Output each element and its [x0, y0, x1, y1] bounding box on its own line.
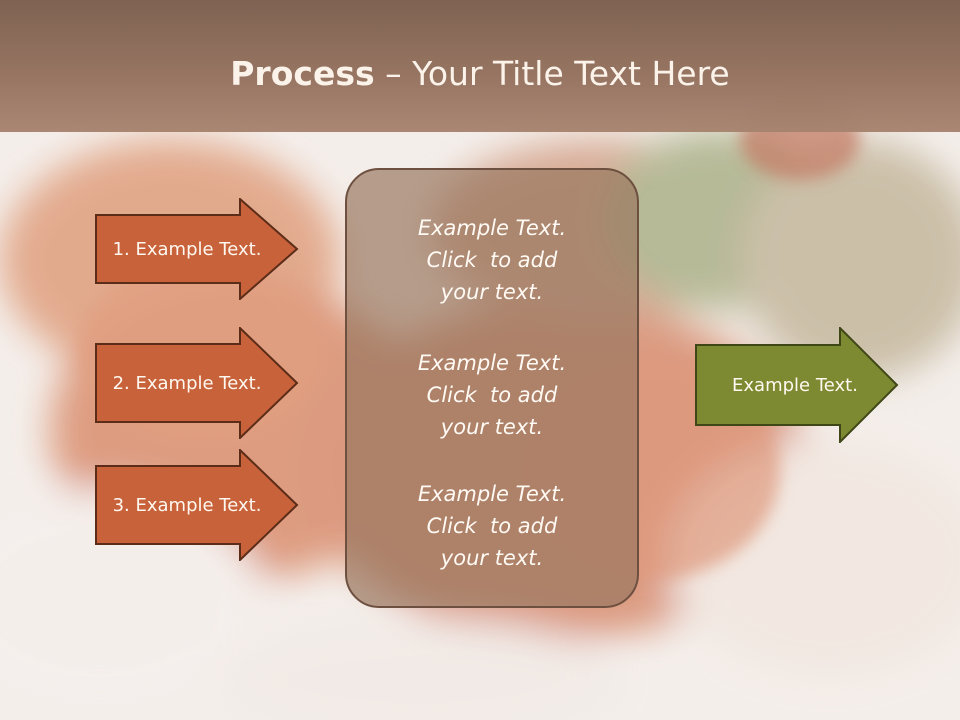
right-arrow[interactable]: Example Text. [695, 327, 899, 443]
arrow-shape [695, 327, 899, 443]
panel-line: Click to add [426, 383, 558, 407]
left-arrow-1[interactable]: 1. Example Text. [95, 198, 299, 300]
slide-title[interactable]: Process – Your Title Text Here [230, 54, 730, 93]
panel-line: Example Text. [417, 351, 567, 375]
panel-line: Example Text. [417, 216, 567, 240]
left-arrow-label: 2. Example Text. [112, 372, 262, 394]
arrow-shape [95, 327, 299, 439]
title-band [0, 0, 960, 132]
panel-line: your text. [440, 546, 544, 570]
arrow-shape [95, 198, 299, 300]
panel-line: your text. [440, 415, 544, 439]
arrow-shape [95, 449, 299, 561]
panel-line: your text. [440, 280, 544, 304]
panel-line: Example Text. [417, 482, 567, 506]
right-arrow-label: Example Text. [732, 374, 858, 396]
left-arrow-label: 3. Example Text. [112, 494, 262, 516]
panel-text-block-3[interactable]: Example Text. Click to add your text. [347, 478, 637, 574]
left-arrow-label: 1. Example Text. [112, 238, 262, 260]
panel-text-block-2[interactable]: Example Text. Click to add your text. [347, 347, 637, 443]
left-arrow-2[interactable]: 2. Example Text. [95, 327, 299, 439]
panel-line: Click to add [426, 514, 558, 538]
panel-line: Click to add [426, 248, 558, 272]
left-arrow-3[interactable]: 3. Example Text. [95, 449, 299, 561]
panel-text-block-1[interactable]: Example Text. Click to add your text. [347, 212, 637, 308]
center-text-panel[interactable]: Example Text. Click to add your text. Ex… [345, 168, 639, 608]
